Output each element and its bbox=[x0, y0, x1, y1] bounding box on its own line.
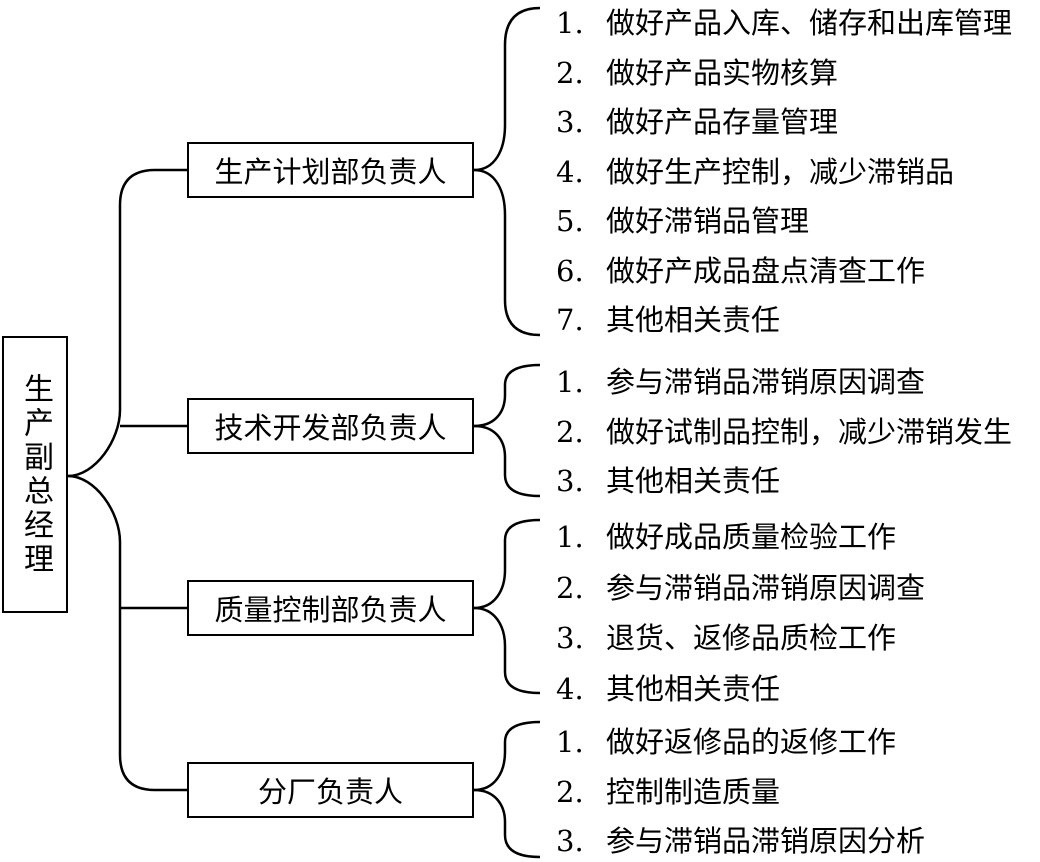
item-text: 其他相关责任 bbox=[606, 303, 781, 337]
responsibility-item: 3. 参与滞销品滞销原因分析 bbox=[556, 821, 925, 861]
root-brace bbox=[67, 168, 187, 478]
item-text: 退货、返修品质检工作 bbox=[606, 621, 897, 655]
item-text: 其他相关责任 bbox=[606, 464, 781, 498]
responsibility-item: 1. 做好产品入库、储存和出库管理 bbox=[556, 3, 1012, 43]
item-text: 做好产品入库、储存和出库管理 bbox=[606, 6, 1013, 40]
item-number: 6. bbox=[556, 253, 584, 288]
responsibility-item: 6. 做好产成品盘点清查工作 bbox=[556, 251, 925, 291]
dept-0-brace-lower bbox=[473, 168, 541, 337]
responsibility-item: 3. 做好产品存量管理 bbox=[556, 102, 838, 142]
root-box-general-manager: 生产副总经理 bbox=[2, 336, 68, 613]
item-number: 1. bbox=[556, 725, 584, 759]
dept-box-production-planning: 生产计划部负责人 bbox=[187, 142, 474, 198]
dept-box-quality-control: 质量控制部负责人 bbox=[187, 580, 474, 636]
responsibility-item: 2. 做好试制品控制，减少滞销发生 bbox=[556, 412, 1012, 452]
item-number: 2. bbox=[556, 414, 584, 449]
item-number: 1. bbox=[556, 365, 584, 399]
item-number: 5. bbox=[556, 204, 584, 238]
dept-1-brace-lower bbox=[473, 424, 541, 498]
responsibility-item: 2. 控制制造质量 bbox=[556, 772, 780, 812]
responsibility-item: 1. 做好返修品的返修工作 bbox=[556, 722, 896, 762]
item-number: 3. bbox=[556, 464, 584, 498]
item-text: 做好产成品盘点清查工作 bbox=[606, 253, 926, 288]
dept-label: 技术开发部负责人 bbox=[214, 411, 447, 445]
item-number: 3. bbox=[556, 621, 584, 655]
item-number: 2. bbox=[556, 774, 584, 809]
root-brace-lower bbox=[67, 474, 187, 792]
item-number: 7. bbox=[556, 303, 584, 337]
item-number: 3. bbox=[556, 824, 584, 858]
dept-label: 分厂负责人 bbox=[257, 775, 403, 809]
item-text: 做好生产控制，减少滞销品 bbox=[606, 154, 955, 189]
dept-3-brace bbox=[473, 720, 541, 792]
responsibility-item: 3. 退货、返修品质检工作 bbox=[556, 618, 896, 658]
item-number: 4. bbox=[556, 154, 584, 189]
item-text: 做好产品存量管理 bbox=[606, 105, 839, 139]
item-number: 2. bbox=[556, 55, 584, 90]
responsibility-item: 1. 做好成品质量检验工作 bbox=[556, 517, 896, 557]
responsibility-item: 5. 做好滞销品管理 bbox=[556, 201, 809, 241]
responsibility-item: 7. 其他相关责任 bbox=[556, 300, 780, 340]
item-text: 其他相关责任 bbox=[606, 671, 781, 706]
item-text: 参与滞销品滞销原因调查 bbox=[606, 365, 926, 399]
dept-label: 质量控制部负责人 bbox=[214, 593, 447, 627]
responsibility-item: 4. 做好生产控制，减少滞销品 bbox=[556, 152, 954, 192]
item-text: 参与滞销品滞销原因调查 bbox=[606, 570, 926, 605]
dept-0-brace bbox=[473, 6, 541, 172]
dept-box-branch-factory: 分厂负责人 bbox=[187, 762, 474, 818]
responsibility-item: 4. 其他相关责任 bbox=[556, 669, 780, 709]
responsibility-item: 3. 其他相关责任 bbox=[556, 461, 780, 501]
dept-label: 生产计划部负责人 bbox=[214, 155, 447, 189]
item-text: 做好试制品控制，减少滞销发生 bbox=[606, 414, 1013, 449]
responsibility-item: 1. 参与滞销品滞销原因调查 bbox=[556, 362, 925, 402]
root-label: 生产副总经理 bbox=[18, 372, 53, 577]
item-text: 做好产品实物核算 bbox=[606, 55, 839, 90]
item-number: 1. bbox=[556, 6, 584, 40]
item-text: 做好返修品的返修工作 bbox=[606, 725, 897, 759]
item-text: 控制制造质量 bbox=[606, 774, 781, 809]
dept-2-brace bbox=[473, 518, 541, 610]
responsibility-item: 2. 做好产品实物核算 bbox=[556, 53, 838, 93]
dept-2-brace-lower bbox=[473, 606, 541, 695]
responsibility-item: 2. 参与滞销品滞销原因调查 bbox=[556, 568, 925, 608]
item-number: 4. bbox=[556, 671, 584, 706]
item-text: 参与滞销品滞销原因分析 bbox=[606, 824, 926, 858]
dept-1-brace bbox=[473, 363, 541, 428]
dept-box-tech-development: 技术开发部负责人 bbox=[187, 398, 474, 454]
item-number: 2. bbox=[556, 570, 584, 605]
item-number: 3. bbox=[556, 105, 584, 139]
item-text: 做好滞销品管理 bbox=[606, 204, 810, 238]
dept-3-brace-lower bbox=[473, 788, 541, 859]
item-number: 1. bbox=[556, 520, 584, 554]
item-text: 做好成品质量检验工作 bbox=[606, 520, 897, 554]
